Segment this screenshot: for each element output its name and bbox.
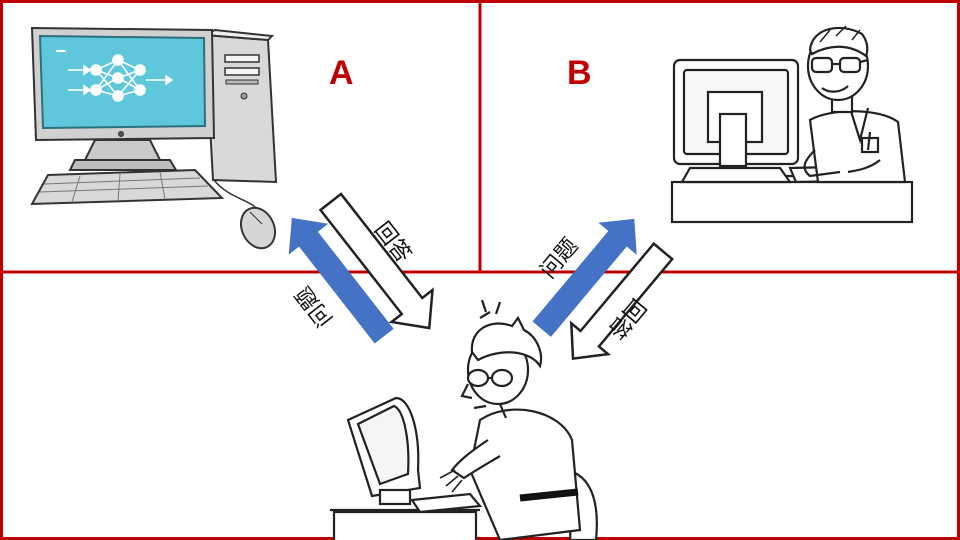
person-at-computer-icon (670, 25, 914, 224)
panel-label-b: B (567, 54, 592, 92)
neural-network-icon (56, 50, 174, 102)
question-arrow-a (288, 217, 394, 344)
answer-arrow-a (318, 192, 434, 330)
person-typing-icon (330, 299, 598, 540)
answer-arrow-b (569, 241, 674, 361)
panel-label-a: A (329, 54, 354, 92)
question-arrow-b (532, 218, 637, 337)
desktop-computer-icon (30, 26, 278, 250)
